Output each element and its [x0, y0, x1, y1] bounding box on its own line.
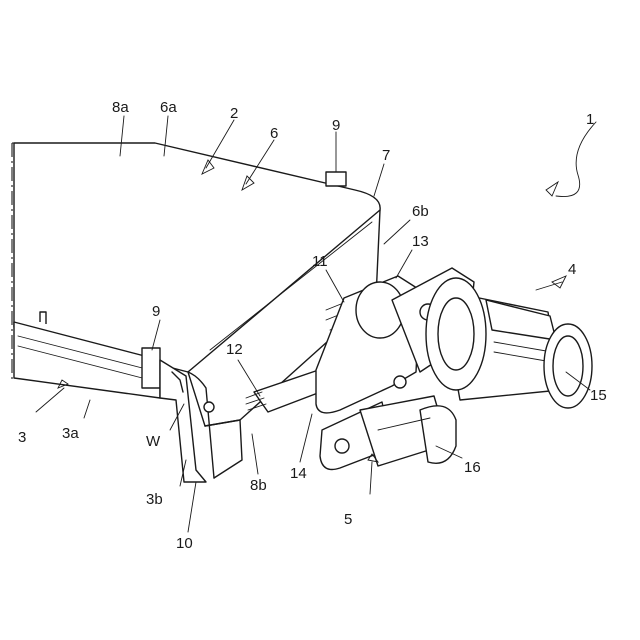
leader-7 — [374, 164, 384, 196]
flat-plug-hole — [335, 439, 349, 453]
label-9-left: 9 — [152, 303, 160, 320]
leader-4 — [536, 282, 562, 290]
flange-hole-lower — [394, 376, 406, 388]
leader-1 — [556, 122, 596, 197]
rail-tab — [40, 312, 46, 324]
housing-lower-face — [205, 420, 242, 478]
label-9-top: 9 — [332, 117, 340, 134]
label-2: 2 — [230, 105, 238, 122]
clip-top — [326, 172, 346, 186]
label-4: 4 — [568, 261, 576, 278]
label-6a: 6a — [160, 99, 177, 116]
label-7: 7 — [382, 147, 390, 164]
leader-5 — [370, 462, 372, 494]
label-14: 14 — [290, 465, 307, 482]
leader-14 — [300, 414, 312, 462]
clip-left — [142, 348, 160, 388]
label-1: 1 — [586, 111, 594, 128]
label-12: 12 — [226, 341, 243, 358]
flat-plug-mouth — [420, 406, 456, 464]
label-11: 11 — [312, 253, 328, 270]
label-10: 10 — [176, 535, 193, 552]
label-8b: 8b — [250, 477, 267, 494]
label-16: 16 — [464, 459, 481, 476]
screw-w — [204, 402, 214, 412]
plug-collar-inner — [438, 298, 474, 370]
label-8a: 8a — [112, 99, 129, 116]
label-13: 13 — [412, 233, 429, 250]
label-15: 15 — [590, 387, 607, 404]
plug-mouth-inner — [553, 336, 583, 396]
label-3a: 3a — [62, 425, 79, 442]
label-5: 5 — [344, 511, 352, 528]
label-3: 3 — [18, 429, 26, 446]
label-3b: 3b — [146, 491, 163, 508]
leader-3 — [36, 388, 64, 412]
leader-13 — [396, 250, 412, 278]
label-6: 6 — [270, 125, 278, 142]
leader-10 — [188, 482, 196, 532]
leader-3a — [84, 400, 90, 418]
leader-8b — [252, 434, 258, 474]
label-w: W — [146, 433, 161, 450]
label-6b: 6b — [412, 203, 429, 220]
leader-6b — [384, 220, 410, 244]
arrow-4 — [552, 276, 566, 288]
round-plug — [426, 278, 592, 408]
arrow-1 — [546, 182, 558, 196]
